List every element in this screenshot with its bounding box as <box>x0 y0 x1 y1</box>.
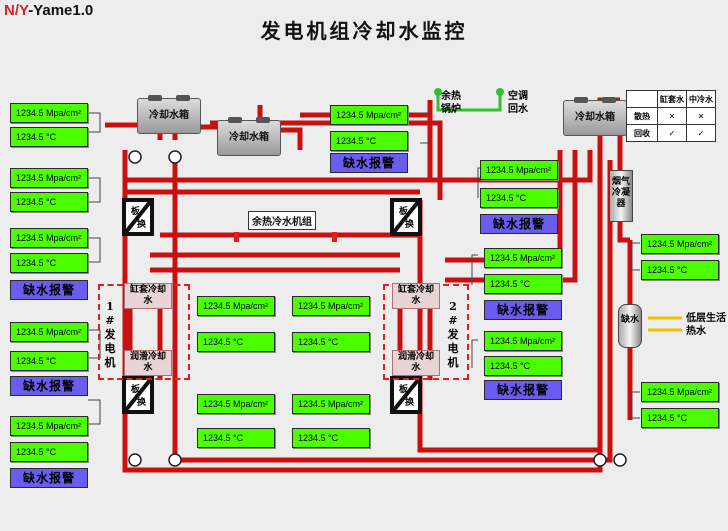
temperature-display: 1234.5 °C <box>10 351 88 371</box>
temperature-display: 1234.5 °C <box>197 332 275 352</box>
hx-bottom-label: 换 <box>404 398 414 408</box>
temperature-display: 1234.5 °C <box>197 428 275 448</box>
waste-heat-boiler-label: 余热锅炉 <box>441 91 461 115</box>
cooling-tank-2[interactable]: 冷却水箱 <box>217 117 281 156</box>
legend-row-label: 散热 <box>626 107 658 125</box>
plate-heat-exchanger-4[interactable]: 板换 <box>390 376 422 414</box>
brand-suffix: -Yame1.0 <box>28 2 94 19</box>
temperature-display: 1234.5 °C <box>484 356 562 376</box>
hx-bottom-label: 换 <box>404 220 414 230</box>
hx-bottom-label: 换 <box>136 220 146 230</box>
ac-return-marker-icon <box>496 88 504 96</box>
hx-top-label: 板 <box>399 207 409 217</box>
generator-1-jacket-cooling[interactable]: 缸套冷却水 <box>124 283 172 309</box>
exchanger-diagonal-icon <box>394 202 418 232</box>
fan-icon <box>228 117 242 123</box>
hx-top-label: 板 <box>131 385 141 395</box>
legend-cell: ✕ <box>686 107 716 125</box>
legend-row-label: 回收 <box>626 124 658 142</box>
temperature-display: 1234.5 °C <box>10 127 88 147</box>
page-title: 发电机组冷却水监控 <box>260 19 468 43</box>
exchanger-diagonal-icon <box>126 202 150 232</box>
pressure-display: 1234.5 Mpa/cm² <box>292 296 370 316</box>
ac-return-water-label: 空调回水 <box>508 91 528 115</box>
cooling-tank-2-label: 冷却水箱 <box>229 132 269 143</box>
brand-logo: N/Y-Yame1.0 <box>4 2 93 19</box>
cooling-tank-3[interactable]: 冷却水箱 <box>563 97 627 136</box>
temperature-display: 1234.5 °C <box>10 442 88 462</box>
legend-cell: ✓ <box>657 124 687 142</box>
fan-icon <box>574 97 588 103</box>
cooling-tank-1-label: 冷却水箱 <box>149 110 189 121</box>
fan-icon <box>176 95 190 101</box>
domestic-hot-water-label: 低层生活热水 <box>686 313 726 337</box>
pressure-display: 1234.5 Mpa/cm² <box>484 248 562 268</box>
temperature-display: 1234.5 °C <box>292 332 370 352</box>
temperature-display: 1234.5 °C <box>330 131 408 151</box>
low-water-alarm[interactable]: 缺水报警 <box>480 214 558 234</box>
brand-prefix: N/Y <box>4 2 29 19</box>
waste-heat-chiller-unit[interactable]: 余热冷水机组 <box>248 211 316 230</box>
generator-2-label: 2#发电机 <box>447 300 459 369</box>
water-tank[interactable]: 缺水 <box>618 304 642 348</box>
low-water-alarm[interactable]: 缺水报警 <box>10 280 88 300</box>
hx-top-label: 板 <box>131 207 141 217</box>
legend-cell: ✕ <box>657 107 687 125</box>
temperature-display: 1234.5 °C <box>292 428 370 448</box>
generator-1-label: 1#发电机 <box>104 300 116 369</box>
generator-2-jacket-cooling[interactable]: 缸套冷却水 <box>392 283 440 309</box>
pressure-display: 1234.5 Mpa/cm² <box>480 160 558 180</box>
pressure-display: 1234.5 Mpa/cm² <box>10 103 88 123</box>
low-water-alarm[interactable]: 缺水报警 <box>330 153 408 173</box>
generator-2-lube-cooling[interactable]: 润滑冷却水 <box>392 350 440 376</box>
temperature-display: 1234.5 °C <box>10 253 88 273</box>
exchanger-diagonal-icon <box>394 380 418 410</box>
fan-icon <box>256 117 270 123</box>
temperature-display: 1234.5 °C <box>641 260 719 280</box>
legend-cell: ✓ <box>686 124 716 142</box>
pressure-display: 1234.5 Mpa/cm² <box>292 394 370 414</box>
temperature-display: 1234.5 °C <box>10 192 88 212</box>
legend-header: 中冷水 <box>686 90 716 108</box>
fan-icon <box>602 97 616 103</box>
cooling-tank-1[interactable]: 冷却水箱 <box>137 95 201 134</box>
pressure-display: 1234.5 Mpa/cm² <box>484 331 562 351</box>
pressure-display: 1234.5 Mpa/cm² <box>10 228 88 248</box>
flue-gas-condenser[interactable]: 烟气冷凝器 <box>609 170 633 222</box>
low-water-alarm[interactable]: 缺水报警 <box>10 376 88 396</box>
pressure-display: 1234.5 Mpa/cm² <box>197 394 275 414</box>
pressure-display: 1234.5 Mpa/cm² <box>10 416 88 436</box>
plate-heat-exchanger-2[interactable]: 板换 <box>390 198 422 236</box>
exchanger-diagonal-icon <box>126 380 150 410</box>
low-water-alarm[interactable]: 缺水报警 <box>484 300 562 320</box>
plate-heat-exchanger-1[interactable]: 板换 <box>122 198 154 236</box>
legend-table: 缸套水中冷水 散热✕✕ 回收✓✓ <box>626 90 716 142</box>
plate-heat-exchanger-3[interactable]: 板换 <box>122 376 154 414</box>
pressure-display: 1234.5 Mpa/cm² <box>641 234 719 254</box>
low-water-alarm[interactable]: 缺水报警 <box>10 468 88 488</box>
temperature-display: 1234.5 °C <box>480 188 558 208</box>
temperature-display: 1234.5 °C <box>484 274 562 294</box>
cooling-tank-3-label: 冷却水箱 <box>575 112 615 123</box>
pressure-display: 1234.5 Mpa/cm² <box>641 382 719 402</box>
pressure-display: 1234.5 Mpa/cm² <box>10 322 88 342</box>
low-water-alarm[interactable]: 缺水报警 <box>484 380 562 400</box>
legend-corner <box>626 90 658 108</box>
hx-top-label: 板 <box>399 385 409 395</box>
generator-1-lube-cooling[interactable]: 润滑冷却水 <box>124 350 172 376</box>
legend-header: 缸套水 <box>657 90 687 108</box>
fan-icon <box>148 95 162 101</box>
hx-bottom-label: 换 <box>136 398 146 408</box>
pressure-display: 1234.5 Mpa/cm² <box>197 296 275 316</box>
pressure-display: 1234.5 Mpa/cm² <box>10 168 88 188</box>
pressure-display: 1234.5 Mpa/cm² <box>330 105 408 125</box>
waste-heat-boiler-marker-icon <box>434 88 442 96</box>
temperature-display: 1234.5 °C <box>641 408 719 428</box>
